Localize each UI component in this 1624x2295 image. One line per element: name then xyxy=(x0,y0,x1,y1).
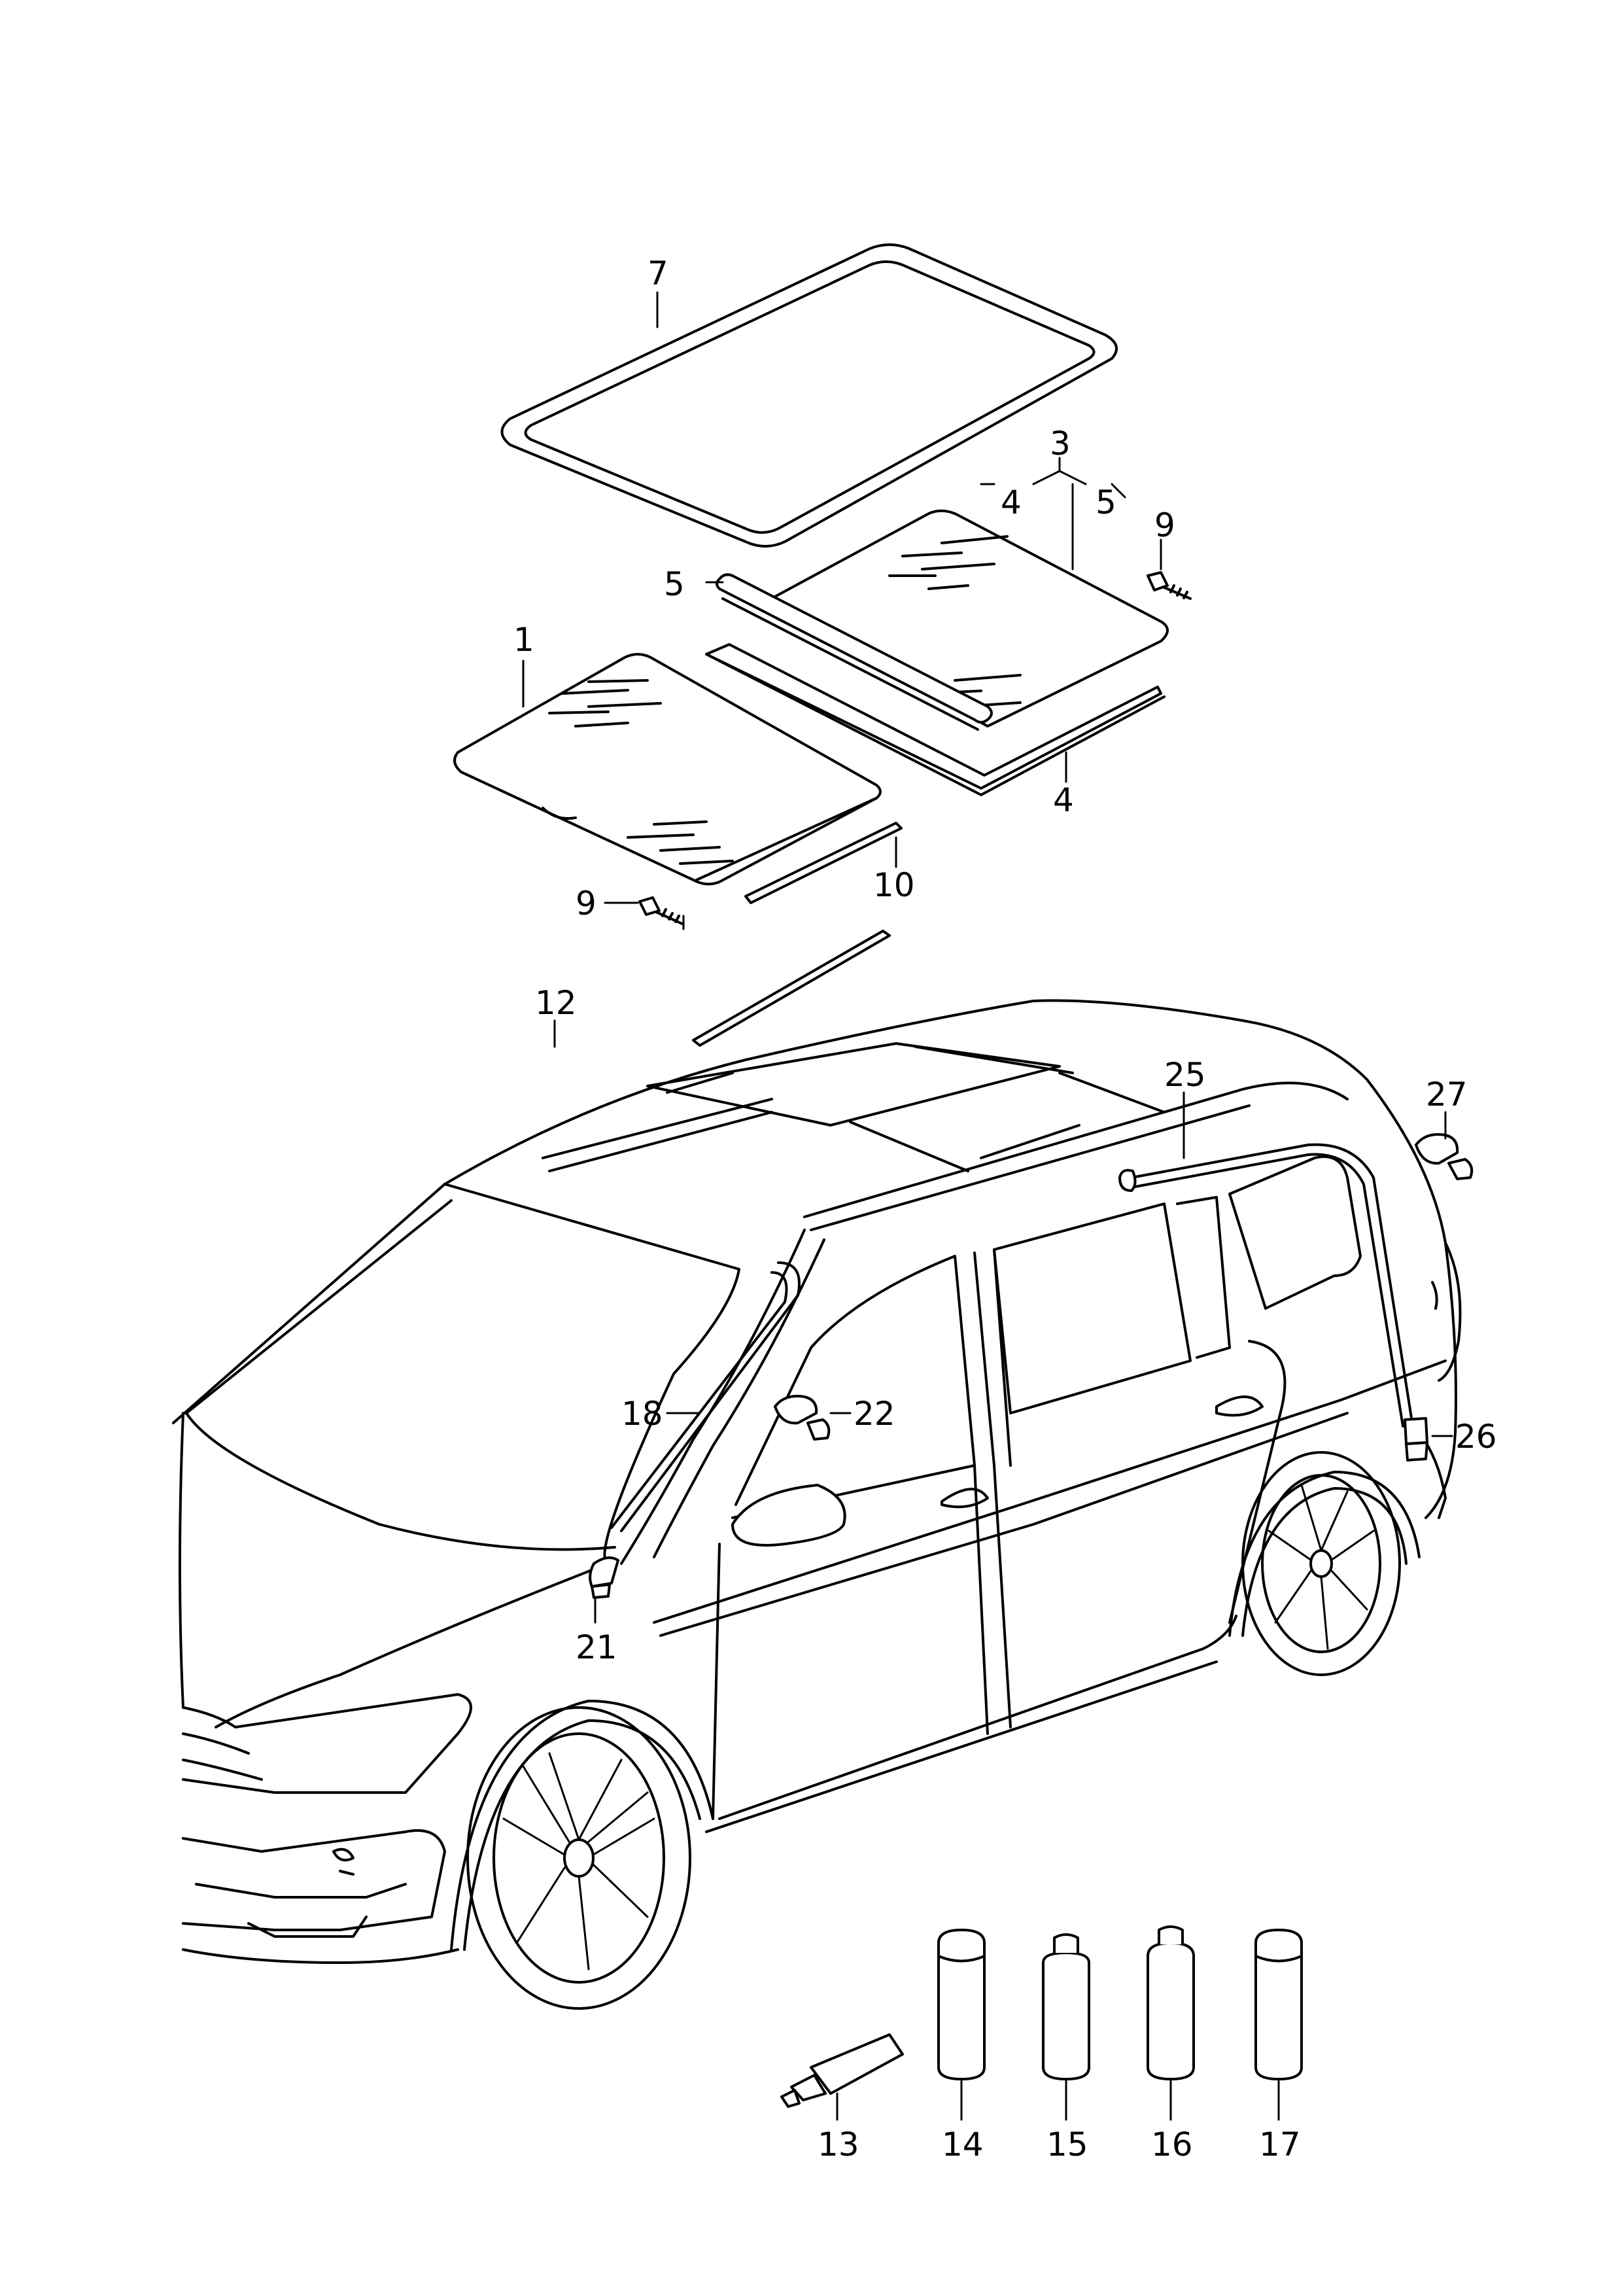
label-26: 26 xyxy=(1455,1418,1497,1456)
part-16-can xyxy=(1147,1925,1195,2080)
label-17: 17 xyxy=(1259,2126,1301,2164)
label-13: 13 xyxy=(818,2126,859,2164)
label-4-upper: 4 xyxy=(1001,483,1022,521)
label-4-lower: 4 xyxy=(1053,781,1074,819)
label-16: 16 xyxy=(1151,2126,1193,2164)
part-10-seal-strip xyxy=(744,822,903,904)
label-7: 7 xyxy=(648,254,668,292)
label-5-side: 5 xyxy=(664,565,685,603)
part-9-screw-bottom xyxy=(638,896,683,925)
part-9-screw-top xyxy=(1147,571,1192,600)
car-body xyxy=(172,999,1462,2010)
label-22: 22 xyxy=(854,1395,895,1433)
label-12: 12 xyxy=(535,984,577,1022)
label-1: 1 xyxy=(513,621,534,659)
part-21-drain-valve xyxy=(589,1556,619,1599)
leader-lines xyxy=(522,291,1453,2121)
label-15: 15 xyxy=(1046,2126,1088,2164)
part-14-can xyxy=(937,1929,986,2080)
part-13-tube xyxy=(780,2033,904,2108)
label-5-upper: 5 xyxy=(1096,483,1116,521)
label-25: 25 xyxy=(1164,1056,1206,1094)
part-17-can xyxy=(1254,1929,1303,2080)
part-12-trim-strip xyxy=(692,930,891,1047)
label-10: 10 xyxy=(873,866,915,904)
callout-labels: 7 3 4 5 9 5 1 4 10 9 12 25 27 18 22 26 2… xyxy=(513,254,1497,2164)
part-15-can xyxy=(1042,1933,1090,2080)
part-22-clip xyxy=(774,1395,831,1441)
part-27-clip xyxy=(1415,1133,1474,1180)
label-3: 3 xyxy=(1050,425,1071,463)
label-14: 14 xyxy=(942,2126,984,2164)
part-7-seal-frame xyxy=(500,243,1118,548)
part-25-drain-hose-rear xyxy=(1118,1143,1414,1428)
part-26-drain-valve xyxy=(1404,1417,1428,1462)
part-1-glass-panel xyxy=(453,653,882,886)
label-27: 27 xyxy=(1426,1076,1468,1113)
label-18: 18 xyxy=(621,1395,663,1433)
part-4-frame-rail xyxy=(705,643,1166,796)
label-9-lower: 9 xyxy=(576,885,596,922)
label-21: 21 xyxy=(576,1628,617,1666)
part-18-drain-hose-front xyxy=(610,1261,801,1532)
part-3-glass-panel xyxy=(716,509,1169,731)
label-9-upper: 9 xyxy=(1154,506,1175,544)
